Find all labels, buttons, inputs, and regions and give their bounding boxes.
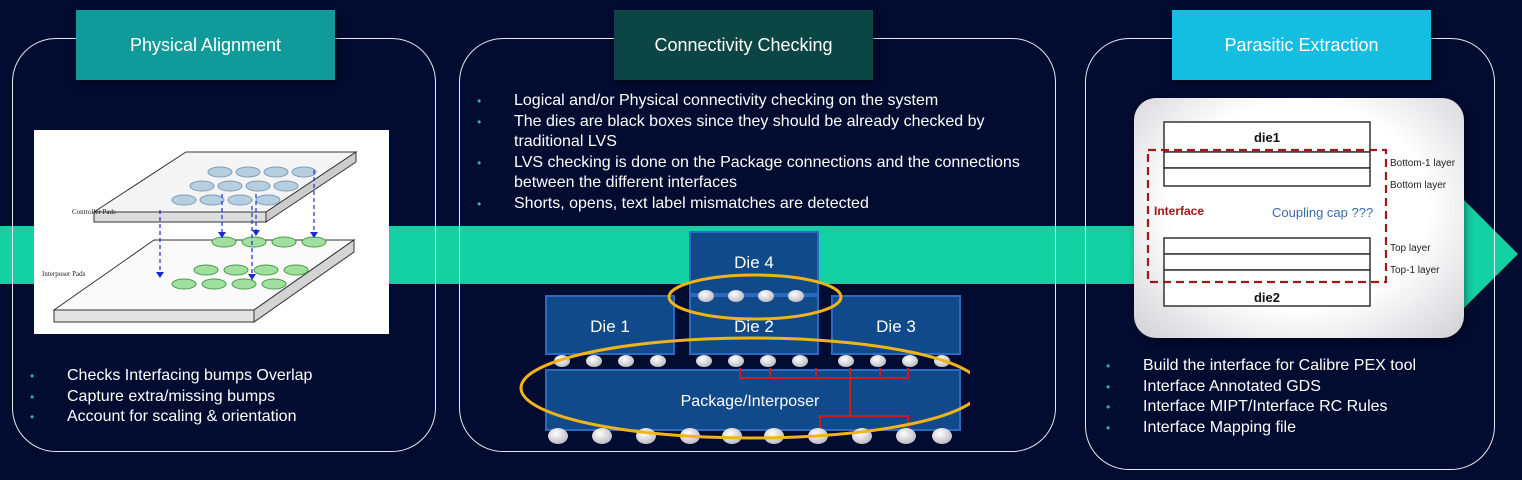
bump xyxy=(792,355,808,367)
alignment-arrow-head xyxy=(218,232,226,238)
bullet-item: Shorts, opens, text label mismatches are… xyxy=(477,194,1047,215)
bullet-item: The dies are black boxes since they shou… xyxy=(477,112,1047,153)
package-interposer-block xyxy=(545,369,961,431)
interface-figure-frame: die1 die2 Interface Coupling cap ??? Bot… xyxy=(1134,98,1464,338)
bump xyxy=(902,355,918,367)
connectivity-checking-bullets: Logical and/or Physical connectivity che… xyxy=(477,91,1047,214)
top-layer-label: Top layer xyxy=(1390,243,1431,254)
interposer-pad xyxy=(283,264,309,276)
controller-pad xyxy=(235,166,261,178)
controller-pad xyxy=(263,166,289,178)
interposer-pad xyxy=(171,278,197,290)
bottom-layer-label: Bottom layer xyxy=(1390,180,1447,191)
bump xyxy=(650,355,666,367)
bump xyxy=(896,428,916,444)
bump xyxy=(722,428,742,444)
bump xyxy=(592,428,612,444)
alignment-arrow-head xyxy=(310,232,318,238)
controller-pad xyxy=(255,194,281,206)
interposer-pad xyxy=(231,278,257,290)
interposer-pad xyxy=(301,236,327,248)
interposer-pad xyxy=(253,264,279,276)
controller-pad xyxy=(217,180,243,192)
bump xyxy=(764,428,784,444)
die4-interface-ring xyxy=(667,273,843,321)
alignment-arrows xyxy=(156,170,318,280)
interface-label: Interface xyxy=(1154,204,1204,218)
parasitic-extraction-title: Parasitic Extraction xyxy=(1172,10,1431,80)
bullet-item: Account for scaling & orientation xyxy=(30,407,410,428)
die-3-label: Die 3 xyxy=(876,317,916,336)
bump xyxy=(696,355,712,367)
alignment-arrow-head xyxy=(248,274,256,280)
bullet-item: Interface Mapping file xyxy=(1106,418,1486,439)
interposer-pad xyxy=(223,264,249,276)
controller-pad xyxy=(189,180,215,192)
package-interface-ring xyxy=(519,336,970,440)
die-1-block xyxy=(545,295,675,355)
bullet-item: Build the interface for Calibre PEX tool xyxy=(1106,356,1486,377)
controller-pad xyxy=(207,166,233,178)
bump xyxy=(728,290,744,302)
pad-alignment-svg xyxy=(52,151,358,323)
bump xyxy=(758,290,774,302)
bump xyxy=(838,355,854,367)
bump xyxy=(728,355,744,367)
die-2-label: Die 2 xyxy=(734,317,774,336)
die-4-block xyxy=(689,231,819,295)
interposer-pad xyxy=(201,278,227,290)
controller-pads xyxy=(171,166,317,206)
bullet-item: Capture extra/missing bumps xyxy=(30,387,410,408)
interposer-pads-label: Interposer Pads xyxy=(42,270,86,278)
bump xyxy=(870,355,886,367)
controller-pad xyxy=(199,194,225,206)
interposer-pad xyxy=(193,264,219,276)
controller-pad xyxy=(291,166,317,178)
physical-alignment-title: Physical Alignment xyxy=(76,10,335,80)
alignment-arrow-head xyxy=(252,230,260,236)
coupling-cap-label: Coupling cap ??? xyxy=(1272,205,1373,220)
bump xyxy=(788,290,804,302)
bottom1-layer-label: Bottom-1 layer xyxy=(1390,158,1456,169)
package-wiring xyxy=(739,368,909,428)
controller-pad xyxy=(227,194,253,206)
interposer-pads xyxy=(171,236,327,290)
interface-dashed-boundary xyxy=(1146,148,1388,284)
bump xyxy=(586,355,602,367)
bullet-item: LVS checking is done on the Package conn… xyxy=(477,153,1047,194)
top1-layer-label: Top-1 layer xyxy=(1390,265,1440,276)
parasitic-extraction-bullets: Build the interface for Calibre PEX tool… xyxy=(1106,356,1486,438)
interposer-pad xyxy=(261,278,287,290)
bump xyxy=(698,290,714,302)
interposer-pad xyxy=(271,236,297,248)
bullet-item: Checks Interfacing bumps Overlap xyxy=(30,366,410,387)
die-1-label: Die 1 xyxy=(590,317,630,336)
die-2-block xyxy=(689,295,819,355)
package-label: Package/Interposer xyxy=(681,393,820,410)
pad-alignment-figure: Controller Pads Interposer Pads xyxy=(34,130,389,334)
bullet-item: Interface Annotated GDS xyxy=(1106,377,1486,398)
die1-label: die1 xyxy=(1254,130,1280,145)
bump xyxy=(932,428,952,444)
bump xyxy=(760,355,776,367)
micro-bumps xyxy=(548,290,952,444)
bullet-item: Logical and/or Physical connectivity che… xyxy=(477,91,1047,112)
alignment-arrow-head xyxy=(156,272,164,278)
connectivity-checking-title: Connectivity Checking xyxy=(614,10,873,80)
interposer-pad xyxy=(211,236,237,248)
die2-label: die2 xyxy=(1254,290,1280,305)
controller-pad xyxy=(245,180,271,192)
die-stack-diagram: Die 4 Die 1 Die 2 Die 3 Package/Interpos… xyxy=(519,231,970,444)
controller-pad xyxy=(273,180,299,192)
die-4-label: Die 4 xyxy=(734,253,774,272)
controller-pads-label: Controller Pads xyxy=(72,208,116,216)
bullet-item: Interface MIPT/Interface RC Rules xyxy=(1106,397,1486,418)
physical-alignment-bullets: Checks Interfacing bumps Overlap Capture… xyxy=(30,366,410,428)
interposer-pad xyxy=(241,236,267,248)
bump xyxy=(618,355,634,367)
interface-layers-svg: die1 die2 Interface Coupling cap ??? Bot… xyxy=(1146,121,1456,307)
controller-pad xyxy=(171,194,197,206)
bump xyxy=(548,428,568,444)
